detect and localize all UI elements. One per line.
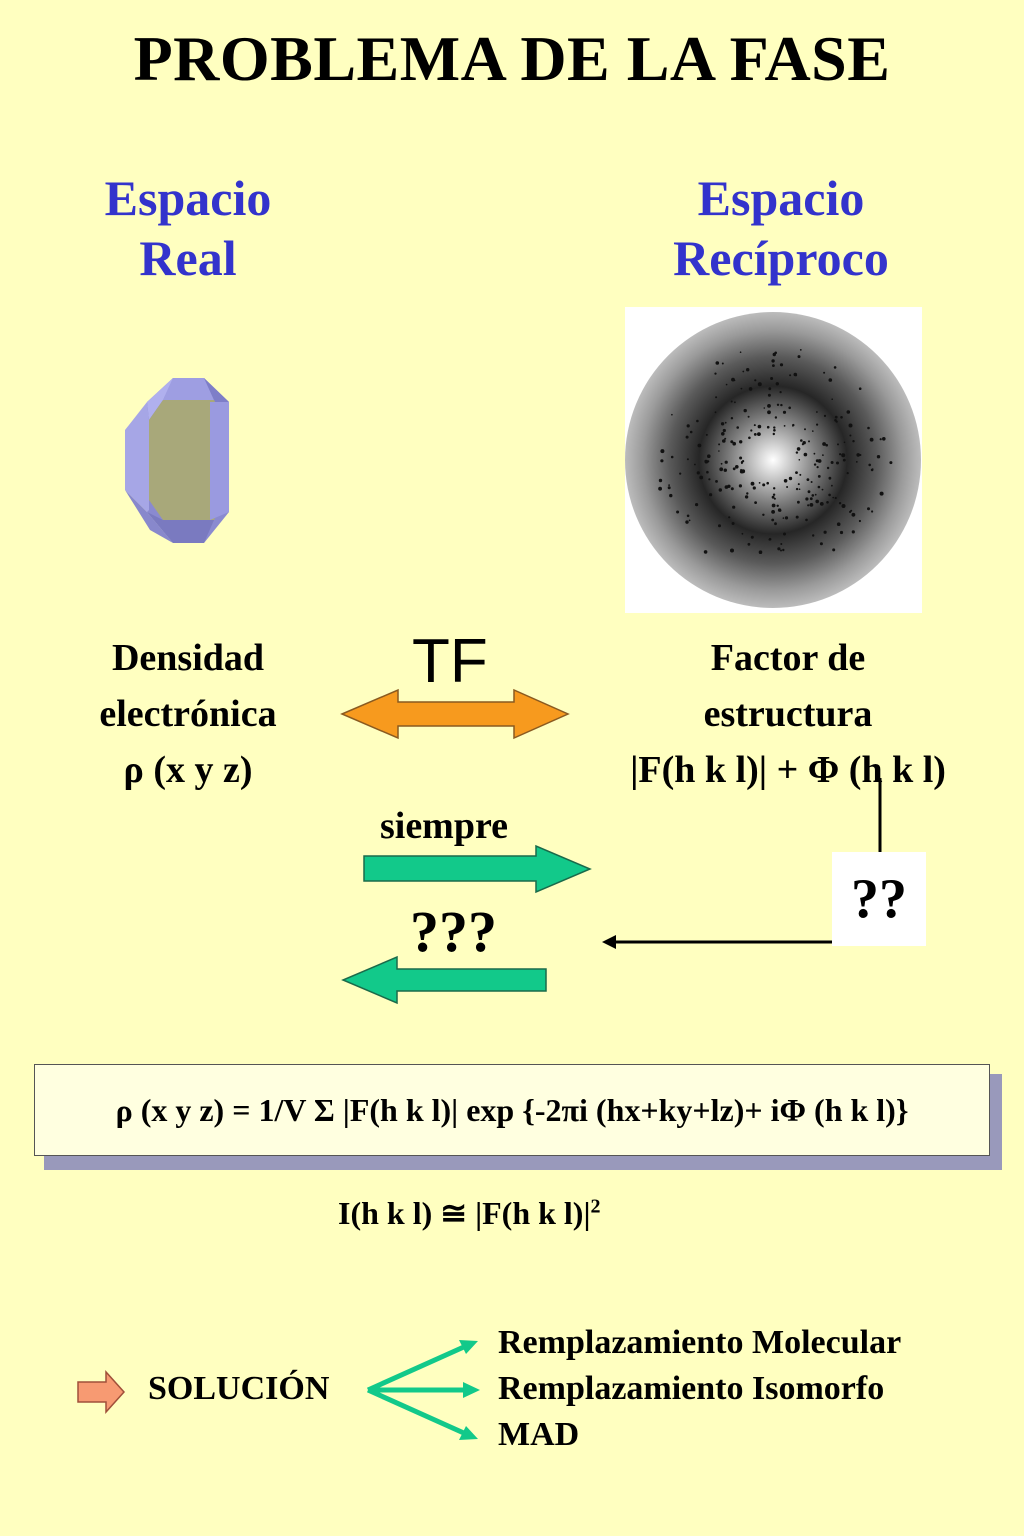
method-item: Remplazamiento Molecular xyxy=(498,1320,901,1366)
solution-methods: Remplazamiento Molecular Remplazamiento … xyxy=(498,1320,901,1458)
method-item: MAD xyxy=(498,1412,901,1458)
arrow-right-icon xyxy=(78,1372,124,1412)
branch-arrows xyxy=(368,1346,466,1434)
method-item: Remplazamiento Isomorfo xyxy=(498,1366,901,1412)
solution-label: SOLUCIÓN xyxy=(148,1370,329,1408)
